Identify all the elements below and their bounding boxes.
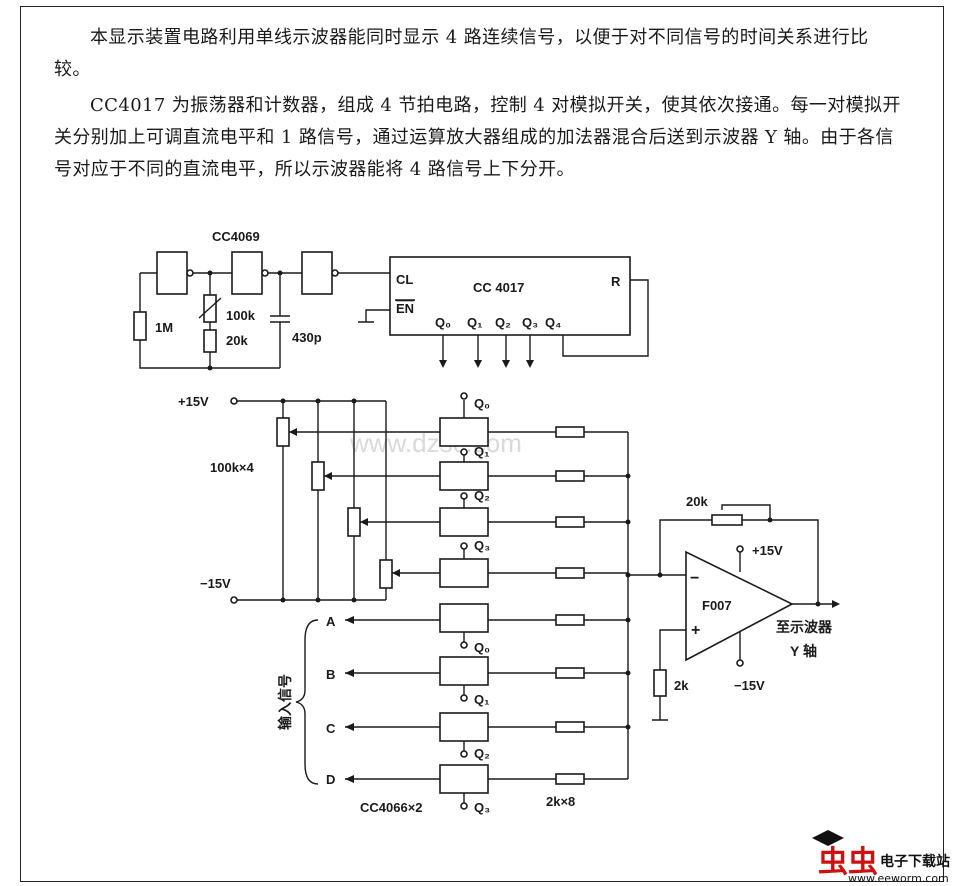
resistor-1m (133, 311, 147, 341)
op-plus-sign: + (691, 622, 700, 639)
oscillator: CC4069 1M 100k 20k 430p (133, 229, 390, 371)
label-plus15v: +15V (178, 394, 209, 409)
reference-levels: +15V −15V 100k×4 (178, 394, 440, 604)
resistor-2k-6 (555, 667, 585, 679)
resistor-20k (203, 329, 217, 353)
label-q2: Q₂ (495, 315, 511, 330)
label-q1: Q₁ (467, 315, 483, 330)
input-q2-label: Q₂ (474, 746, 490, 761)
label-q0: Q₀ (435, 315, 451, 330)
graduation-cap-icon (812, 830, 844, 846)
resistor-2k-4 (555, 567, 585, 579)
switch-5 (439, 603, 489, 633)
label-rf20k: 20k (686, 494, 708, 509)
op-minus-sign: − (690, 570, 699, 587)
switch-q0-label: Q₀ (474, 396, 490, 411)
switch-7 (439, 712, 489, 742)
resistor-2k-ground (653, 669, 667, 697)
logo-chinese: 电子下载站 (880, 853, 950, 870)
label-input-signal: 输入信号 (277, 674, 293, 730)
resistor-2k-2 (555, 470, 585, 482)
resistor-2k-8 (555, 773, 585, 785)
label-op-minus15: −15V (734, 678, 765, 693)
inverter-1 (156, 251, 188, 295)
label-q4: Q₄ (545, 315, 561, 330)
label-q3: Q₃ (522, 315, 538, 330)
description-paragraph-1: 本显示装置电路利用单线示波器能同时显示 4 路连续信号，以便于对不同信号的时间关… (54, 27, 869, 80)
resistor-2k-3 (555, 516, 585, 528)
label-f007: F007 (702, 598, 732, 613)
label-op-plus15: +15V (752, 543, 783, 558)
analog-switches: Q₀ Q₁ Q₂ Q₃ Q₀ Q₁ Q₂ Q₃ CC4066×2 (360, 392, 490, 815)
inverter-2 (231, 251, 263, 295)
label-en: EN (396, 301, 414, 316)
site-logo: 虫虫 电子下载站 www.eeworm.com (812, 830, 950, 885)
input-q0-label: Q₀ (474, 640, 490, 655)
label-r: R (611, 274, 621, 289)
label-output-2: Y 轴 (790, 643, 817, 659)
switch-q3-label: Q₃ (474, 538, 490, 553)
switch-6 (439, 656, 489, 686)
label-430p: 430p (292, 330, 322, 345)
potentiometer-1 (276, 417, 290, 447)
resistor-2k-1 (555, 426, 585, 438)
label-cc4069: CC4069 (212, 229, 260, 244)
label-output-1: 至示波器 (776, 619, 833, 635)
potentiometer-4 (379, 559, 393, 589)
switch-q1-label: Q₁ (474, 444, 490, 459)
label-minus15v: −15V (200, 576, 231, 591)
potentiometer-2 (311, 461, 325, 491)
logo-big-text: 虫虫 (818, 845, 878, 880)
switch-2 (439, 461, 489, 491)
label-cc4017: CC 4017 (473, 280, 524, 295)
op-amp-triangle (685, 550, 794, 662)
potentiometer-3 (347, 507, 361, 537)
input-c-label: C (326, 721, 336, 736)
label-cc4066: CC4066×2 (360, 800, 423, 815)
input-b-label: B (326, 667, 335, 682)
signal-inputs: A B C D 输入信号 (277, 614, 440, 787)
op-amp-f007: − + F007 20k 至示波器 Y 轴 +15V −15V 2k (652, 494, 840, 721)
input-d-label: D (326, 772, 335, 787)
inverter-3 (301, 251, 333, 295)
resistor-20k-feedback (711, 514, 743, 526)
label-r2k: 2k (674, 678, 689, 693)
resistor-2k-7 (555, 721, 585, 733)
label-cl: CL (396, 272, 413, 287)
label-20k: 20k (226, 333, 248, 348)
watermark-text: www.dzsc.com (349, 428, 522, 458)
description-paragraph-2: CC4017 为振荡器和计数器，组成 4 节拍电路，控制 4 对模拟开关，使其依… (54, 95, 901, 180)
switch-4 (439, 558, 489, 588)
switch-3 (439, 507, 489, 537)
summing-resistors: 2k×8 (488, 426, 686, 809)
input-a-label: A (326, 614, 336, 629)
logo-url: www.eeworm.com (848, 872, 949, 885)
input-q3-label: Q₃ (474, 800, 490, 815)
label-pots: 100k×4 (210, 460, 255, 475)
label-1m: 1M (155, 320, 173, 335)
switch-1 (439, 417, 489, 447)
switch-8 (439, 764, 489, 794)
resistor-2k-5 (555, 614, 585, 626)
counter-cc4017: CL EN CC 4017 R Q₀ Q₁ Q₂ Q₃ Q₄ (358, 256, 649, 368)
cc4017-chip (389, 256, 631, 336)
page-frame (20, 6, 944, 882)
label-2k8: 2k×8 (546, 794, 575, 809)
label-100k: 100k (226, 308, 256, 323)
switch-q2-label: Q₂ (474, 488, 490, 503)
input-q1-label: Q₁ (474, 692, 490, 707)
